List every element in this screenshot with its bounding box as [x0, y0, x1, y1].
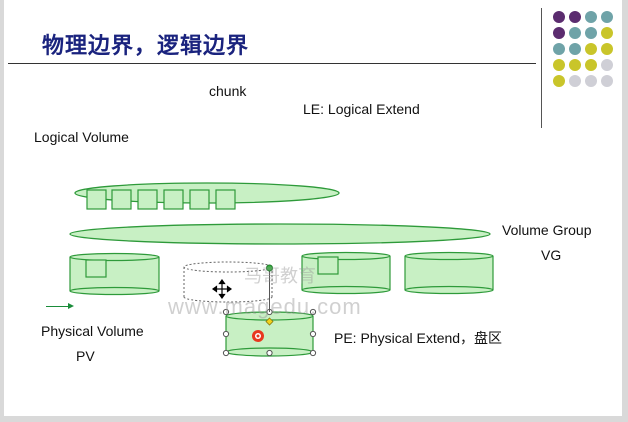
decor-dot [601, 43, 613, 55]
le-chunk[interactable] [86, 189, 107, 210]
pv-label: PV [76, 348, 95, 364]
slide-title: 物理边界，逻辑边界 [42, 33, 250, 59]
decor-dot [553, 11, 565, 23]
le-chunk[interactable] [137, 189, 158, 210]
decor-dot [553, 59, 565, 71]
decor-vertical-line [541, 8, 542, 128]
decor-dot [553, 75, 565, 87]
rotate-handle[interactable] [266, 264, 273, 272]
le-label: LE: Logical Extend [303, 101, 420, 117]
volume-group-shape[interactable] [69, 223, 491, 245]
title-underline [8, 63, 536, 64]
decor-dot [601, 75, 613, 87]
vg-label: VG [541, 247, 562, 263]
slide-border-right [622, 0, 628, 422]
le-chunk[interactable] [215, 189, 236, 210]
arrow-icon [46, 303, 74, 309]
chunk-label: chunk [209, 83, 247, 99]
decor-dot [569, 11, 581, 23]
le-chunk[interactable] [189, 189, 210, 210]
physical-volume-cylinder[interactable] [301, 251, 391, 295]
decor-dot [553, 27, 565, 39]
decor-dot [585, 11, 597, 23]
decor-dot [601, 27, 613, 39]
physical-volume-cylinder[interactable] [69, 252, 160, 296]
volume-group-label: Volume Group [502, 222, 592, 238]
decor-dot [585, 43, 597, 55]
decor-dot [601, 11, 613, 23]
target-marker-icon [252, 330, 264, 342]
decor-dot [569, 43, 581, 55]
decor-dot [585, 75, 597, 87]
decor-dot [601, 59, 613, 71]
decor-dot [585, 59, 597, 71]
pe-label: PE: Physical Extend，盘区 [334, 330, 503, 346]
decor-dot [569, 27, 581, 39]
slide-border-bottom [0, 416, 628, 422]
decor-dot [585, 27, 597, 39]
adjust-handle[interactable] [265, 317, 274, 326]
watermark-text: www.magedu.com [168, 294, 362, 319]
logical-volume-label: Logical Volume [34, 129, 129, 145]
decor-dot [569, 59, 581, 71]
le-chunk[interactable] [163, 189, 184, 210]
decor-dot [553, 43, 565, 55]
physical-volume-label: Physical Volume [41, 323, 144, 339]
physical-volume-cylinder[interactable] [404, 251, 494, 295]
slide-border-left [0, 0, 4, 422]
move-cursor-icon [211, 278, 233, 300]
watermark-cn: 马哥教育 [244, 266, 316, 286]
decor-dot [569, 75, 581, 87]
le-chunk[interactable] [111, 189, 132, 210]
decor-dots-grid [553, 11, 613, 87]
